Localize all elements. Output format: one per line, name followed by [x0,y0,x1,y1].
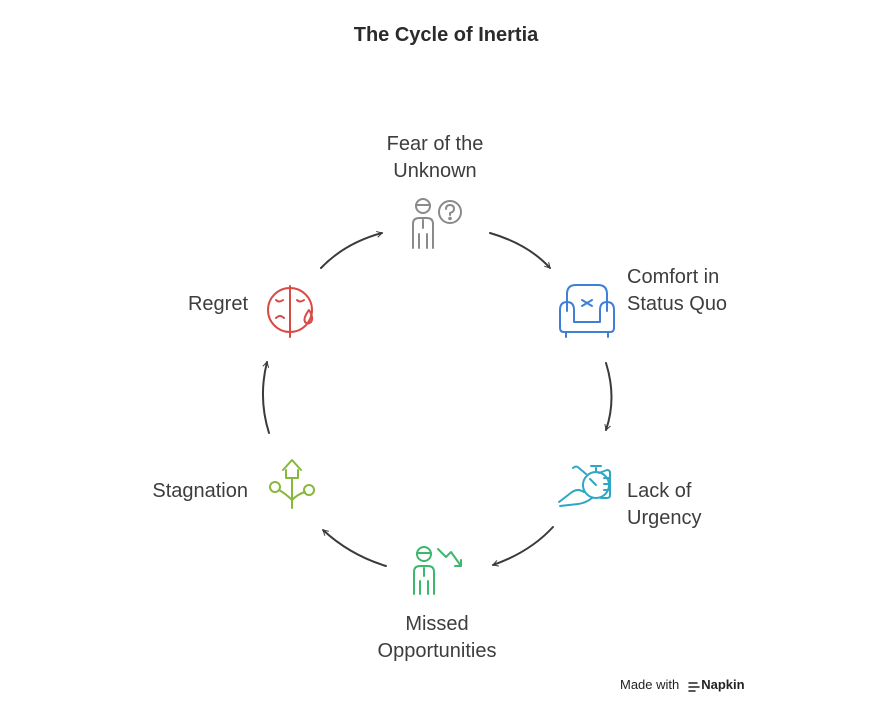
stage-label-line: Urgency [627,507,702,529]
stage-label-stagnation: Stagnation [108,478,248,505]
stage-label-line: Missed [405,613,469,635]
arrow-comfort-to-urgency [604,362,613,431]
stage-label-regret: Regret [128,291,248,318]
diagram-title: The Cycle of Inertia [353,24,539,46]
stage-label-fear: Fear of the Unknown [360,131,510,185]
stage-label-line: Lack of [627,480,692,502]
footer-brand: Napkin [701,677,745,692]
arrow-fear-to-comfort [489,232,551,269]
stage-label-line: Status Quo [627,293,728,315]
stage-label-urgency: Lack of Urgency [627,478,747,532]
stage-label-line: Opportunities [377,640,497,662]
stage-label-line: Unknown [393,160,477,182]
stage-label-missed: Missed Opportunities [357,611,517,665]
arrow-regret-to-fear [320,231,383,269]
arrow-stagnation-to-regret [261,361,270,434]
footer-attribution: Made with Napkin [620,677,745,692]
person-down-arrow-icon [413,546,462,595]
napkin-logo-icon [688,682,700,692]
stage-label-comfort: Comfort in Status Quo [627,264,767,318]
person-question-icon [412,198,462,249]
stage-label-line: Fear of the [386,133,484,155]
stage-label-line: Stagnation [152,480,248,502]
armchair-icon [559,284,615,338]
sad-face-icon [267,285,314,338]
stunted-plant-icon [269,459,315,509]
hand-stopwatch-icon [558,465,611,507]
stage-label-line: Regret [187,293,248,315]
stage-label-line: Comfort in [627,266,720,288]
arrow-urgency-to-missed [492,526,554,567]
footer-prefix: Made with [620,677,680,692]
arrow-missed-to-stagnation [322,529,387,567]
